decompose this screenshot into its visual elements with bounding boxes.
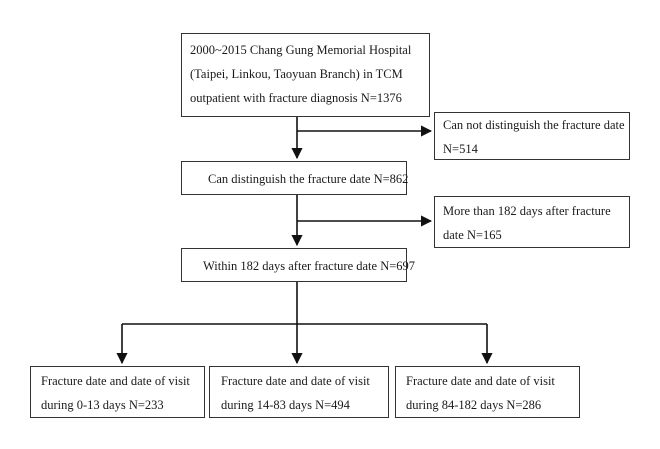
excluded1-line-1: Can not distinguish the fracture date (443, 118, 625, 132)
group3-line-1: Fracture date and date of visit (406, 374, 555, 388)
group-box-1: Fracture date and date of visit during 0… (30, 366, 205, 418)
group3-line-2: during 84-182 days N=286 (406, 398, 542, 412)
step2-box: Can distinguish the fracture date N=862 (181, 161, 409, 195)
excluded2-line-1: More than 182 days after fracture (443, 204, 611, 218)
excluded2-line-2: date N=165 (443, 228, 502, 242)
group2-line-2: during 14-83 days N=494 (221, 398, 350, 412)
step3-box: Within 182 days after fracture date N=69… (181, 248, 416, 282)
group-box-3: Fracture date and date of visit during 8… (395, 366, 580, 418)
excluded-box-1: Can not distinguish the fracture date N=… (434, 112, 630, 160)
start-line-1: 2000~2015 Chang Gung Memorial Hospital (190, 43, 412, 57)
start-box: 2000~2015 Chang Gung Memorial Hospital (… (181, 33, 430, 117)
step3-line-1: Within 182 days after fracture date N=69… (203, 259, 416, 273)
excluded-box-2: More than 182 days after fracture date N… (434, 196, 630, 248)
group1-line-2: during 0-13 days N=233 (41, 398, 164, 412)
group2-line-1: Fracture date and date of visit (221, 374, 370, 388)
step2-line-1: Can distinguish the fracture date N=862 (208, 172, 409, 186)
start-line-2: (Taipei, Linkou, Taoyuan Branch) in TCM (190, 67, 403, 81)
start-line-3: outpatient with fracture diagnosis N=137… (190, 91, 402, 105)
excluded1-line-2: N=514 (443, 142, 478, 156)
group1-line-1: Fracture date and date of visit (41, 374, 190, 388)
group-box-2: Fracture date and date of visit during 1… (209, 366, 389, 418)
